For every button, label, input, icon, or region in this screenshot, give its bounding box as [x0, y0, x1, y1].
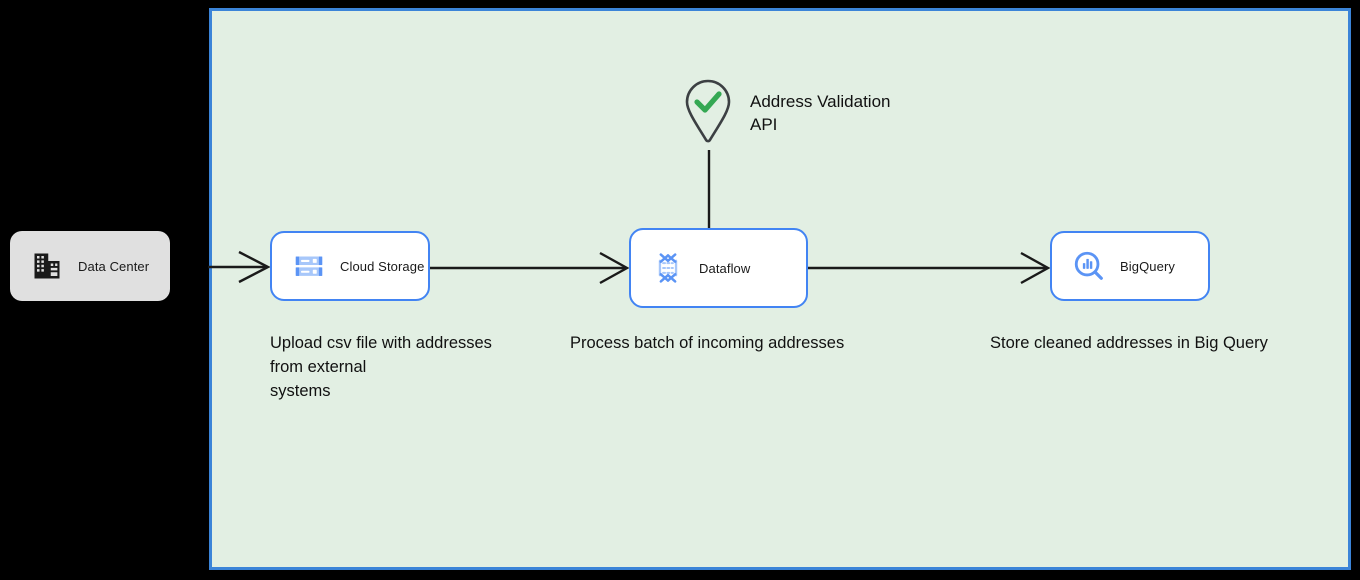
map-pin-check-icon — [685, 79, 731, 143]
node-label-dataflow: Dataflow — [699, 260, 751, 276]
external-service-label: Address Validation API — [750, 92, 891, 134]
bigquery-icon — [1074, 251, 1103, 280]
dataflow-icon — [658, 253, 678, 283]
cloud-storage-icon — [295, 256, 323, 276]
node-data-center[interactable]: Data Center — [10, 231, 170, 301]
caption-process: Process batch of incoming addresses — [570, 334, 845, 352]
node-label-data-center: Data Center — [78, 258, 150, 274]
node-dataflow[interactable]: Dataflow — [629, 228, 808, 308]
external-service-address-validation-api[interactable]: Address Validation API — [684, 78, 891, 144]
node-cloud-storage[interactable]: Cloud Storage — [270, 231, 430, 301]
caption-upload: Upload csv file with addresses from exte… — [270, 334, 492, 400]
node-label-bigquery: BigQuery — [1120, 258, 1175, 274]
data-center-icon — [34, 253, 60, 279]
node-label-cloud-storage: Cloud Storage — [340, 258, 425, 274]
caption-store: Store cleaned addresses in Big Query — [990, 334, 1268, 352]
node-bigquery[interactable]: BigQuery — [1050, 231, 1210, 301]
